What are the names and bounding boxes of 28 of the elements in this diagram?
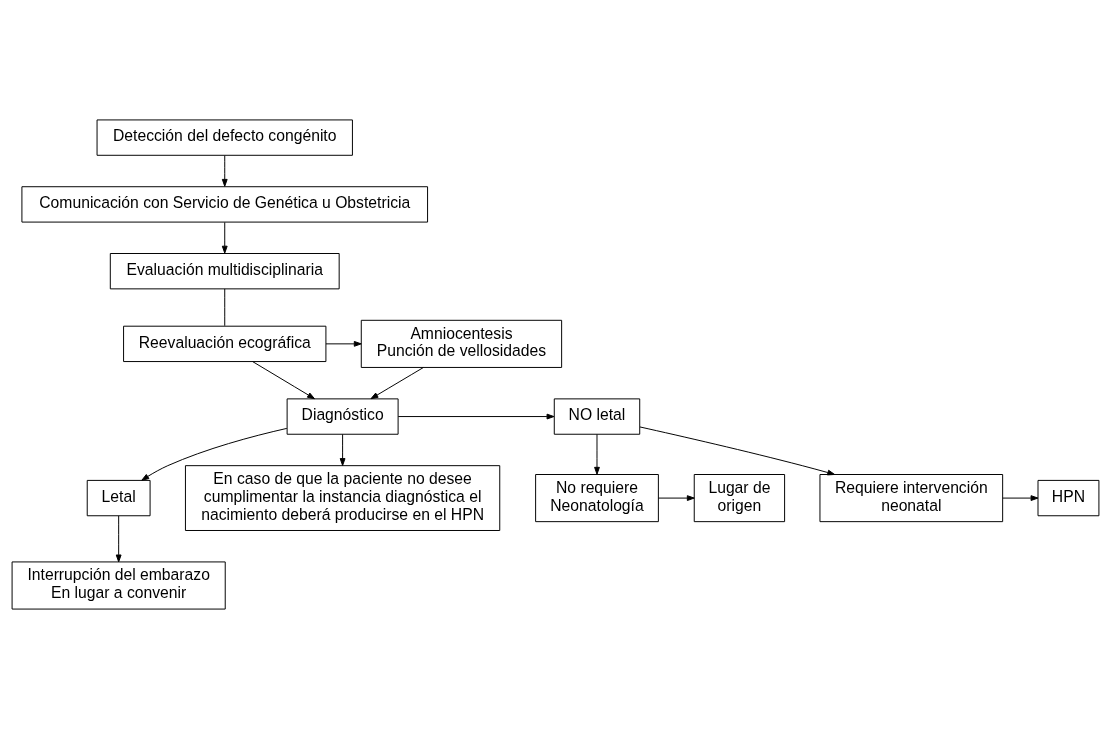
arrow [252, 361, 315, 400]
arrow [594, 433, 600, 475]
node-box: Reevaluación ecográfica [123, 325, 327, 363]
node-box: NO letal [553, 398, 641, 435]
arrow [370, 367, 424, 400]
connector [224, 288, 226, 327]
arrow [639, 426, 836, 476]
node-box: Requiere intervención neonatal [819, 474, 1004, 523]
node-box: Lugar de origen [693, 474, 786, 523]
node-box: No requiere Neonatología [535, 474, 659, 523]
node-box: En caso de que la paciente no desee cumplimentar la instancia diagnóstica el nacimiento deberá producirse en el HPN [184, 465, 501, 531]
arrow [1002, 495, 1039, 501]
arrow [397, 413, 555, 420]
arrow [658, 495, 695, 501]
arrow [141, 427, 288, 481]
arrow [221, 221, 228, 254]
node-box: Comunicación con Servicio de Genética u Obstetricia [21, 186, 429, 223]
arrow [339, 433, 346, 466]
node-box: Amniocentesis Punción de vellosidades [360, 319, 563, 368]
node-box: Detección del defecto congénito [96, 119, 353, 156]
node-box: Interrupción del embarazo En lugar a convenir [11, 561, 226, 610]
arrow [115, 515, 122, 563]
arrow [221, 155, 228, 187]
node-box: Evaluación multidisciplinaria [109, 253, 340, 290]
node-box: HPN [1037, 479, 1100, 517]
node-box: Diagnóstico [286, 398, 399, 435]
node-box: Letal [86, 479, 151, 517]
arrow [325, 341, 362, 347]
